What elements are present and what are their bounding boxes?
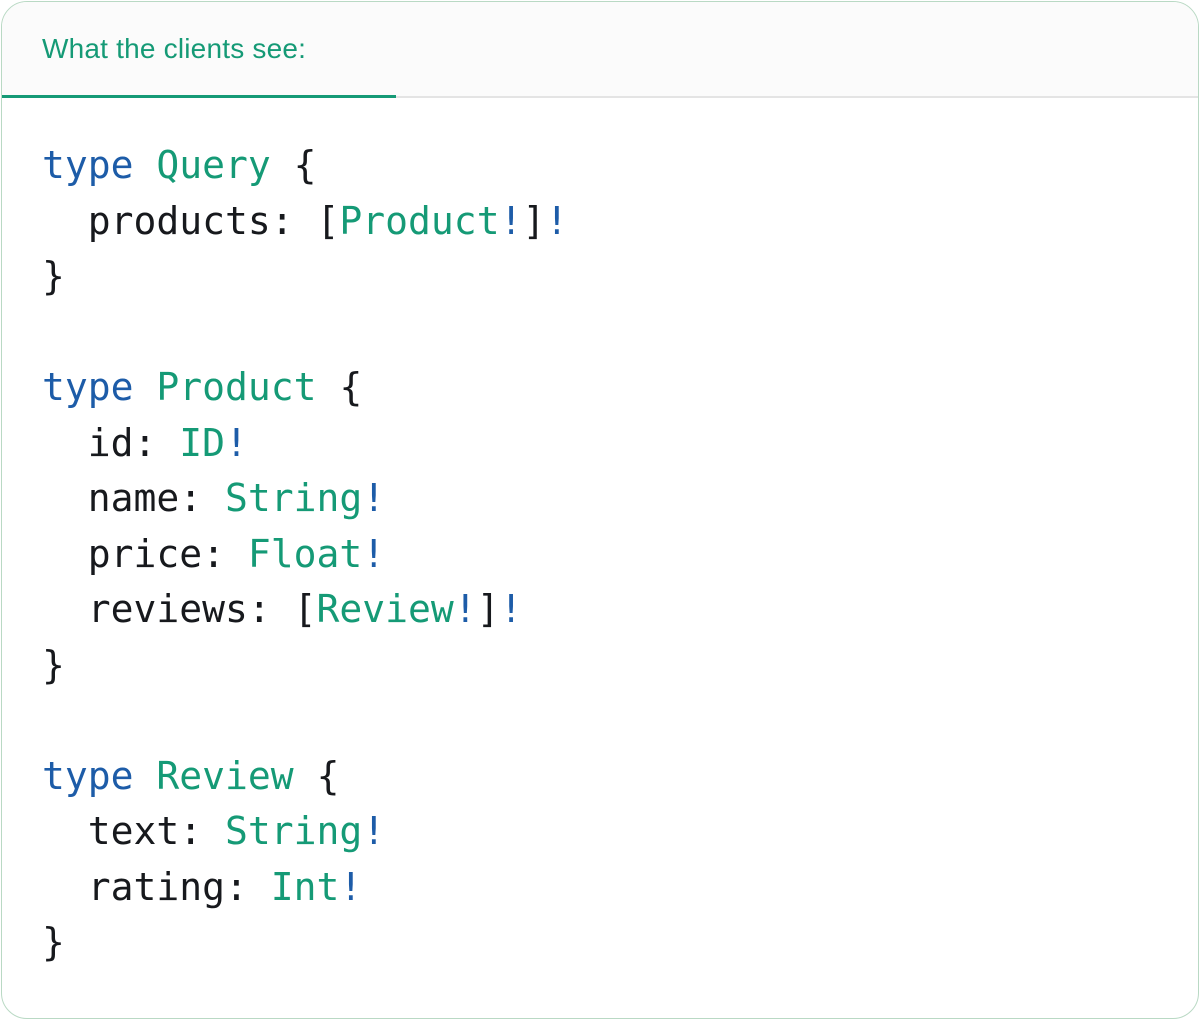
code-token-type: Review <box>316 587 454 631</box>
code-token-bang: ! <box>362 476 386 520</box>
code-line: type Product { <box>42 360 1158 416</box>
code-token-bang: ! <box>499 198 523 243</box>
code-line: } <box>42 915 1158 971</box>
code-token-bang: ! <box>545 198 569 243</box>
code-token-plain: rating: <box>42 864 271 909</box>
code-line: text: String! <box>42 804 1158 860</box>
code-token-plain: name: <box>42 476 226 520</box>
code-token-plain: ] <box>476 587 500 631</box>
code-token-plain: products: [ <box>42 198 340 243</box>
code-line <box>42 693 1158 749</box>
code-line: } <box>42 249 1158 305</box>
code-token-plain <box>134 754 157 798</box>
code-token-plain: text: <box>42 809 226 853</box>
code-line: name: String! <box>42 471 1158 527</box>
code-token-plain: ] <box>522 198 546 243</box>
code-token-type: String <box>225 809 363 853</box>
code-line <box>42 305 1158 361</box>
code-token-keyword: type <box>42 365 134 409</box>
code-token-bang: ! <box>362 531 386 576</box>
code-line: type Query { <box>42 138 1158 194</box>
code-token-type: Float <box>247 531 363 576</box>
code-token-bang: ! <box>362 809 386 853</box>
code-token-bang: ! <box>453 587 477 631</box>
code-line: rating: Int! <box>42 860 1158 916</box>
code-line: } <box>42 638 1158 694</box>
tab-what-clients-see[interactable]: What the clients see: <box>2 33 306 65</box>
code-token-plain: { <box>316 365 363 409</box>
code-token-plain <box>134 365 157 409</box>
code-token-plain: } <box>42 642 65 687</box>
code-token-type: ID <box>179 420 226 465</box>
code-token-type: Product <box>156 365 317 409</box>
code-line: type Review { <box>42 749 1158 805</box>
code-token-type: Query <box>156 143 271 187</box>
code-line: reviews: [Review!]! <box>42 582 1158 638</box>
code-token-bang: ! <box>339 864 363 909</box>
code-line: products: [Product!]! <box>42 194 1158 250</box>
code-line: id: ID! <box>42 416 1158 472</box>
code-token-keyword: type <box>42 753 134 798</box>
graphql-schema-code: type Query { products: [Product!]!} type… <box>2 98 1198 971</box>
code-token-type: Int <box>270 864 340 909</box>
code-token-plain: id: <box>42 420 180 465</box>
code-line: price: Float! <box>42 527 1158 583</box>
code-token-plain: reviews: [ <box>42 587 317 631</box>
code-token-plain <box>134 143 157 187</box>
code-token-plain: } <box>42 254 65 298</box>
code-token-plain: { <box>293 753 340 798</box>
code-token-bang: ! <box>225 420 248 465</box>
code-token-type: String <box>225 476 363 520</box>
active-tab-underline <box>2 95 396 98</box>
code-token-type: Review <box>156 753 294 798</box>
code-token-bang: ! <box>499 587 523 631</box>
tab-bar: What the clients see: <box>2 2 1198 98</box>
code-token-type: Product <box>339 198 500 243</box>
code-token-plain: { <box>270 143 317 187</box>
code-token-plain: } <box>42 920 65 964</box>
code-token-keyword: type <box>42 143 134 187</box>
code-token-plain: price: <box>42 531 248 576</box>
tab-label: What the clients see: <box>42 33 307 64</box>
